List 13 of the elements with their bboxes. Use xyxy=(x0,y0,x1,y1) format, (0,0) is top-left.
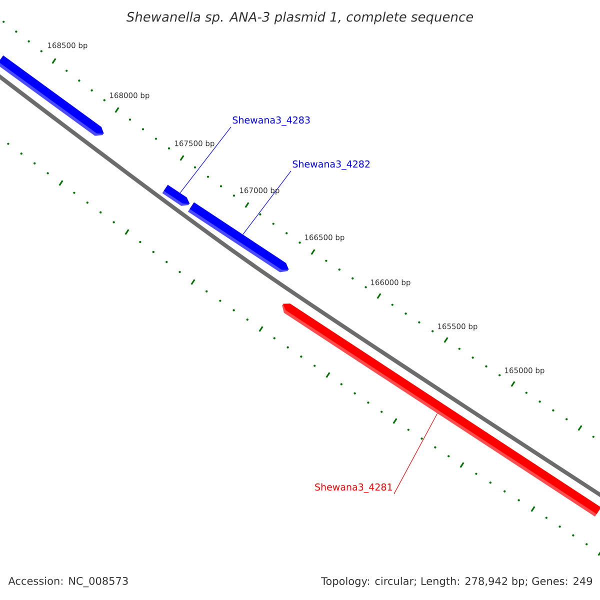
gene-bar xyxy=(188,202,289,272)
gene-label: Shewana3_4283 xyxy=(232,116,310,126)
title: Shewanella sp. ANA-3 plasmid 1, complete sequence xyxy=(126,12,474,24)
gene-label: Shewana3_4282 xyxy=(292,160,370,170)
gene-bar xyxy=(162,184,190,206)
leader-line xyxy=(394,413,438,494)
footer-text: Topology: circular; Length: 278,942 bp; Genes: 249 xyxy=(321,576,592,588)
leader-line xyxy=(242,170,292,235)
leader-line xyxy=(180,126,232,194)
footer-text: Accession: NC_008573 xyxy=(8,576,128,588)
gene-label: Shewana3_4281 xyxy=(315,483,392,493)
gene-bar xyxy=(282,304,600,517)
gene-bar xyxy=(0,56,104,136)
